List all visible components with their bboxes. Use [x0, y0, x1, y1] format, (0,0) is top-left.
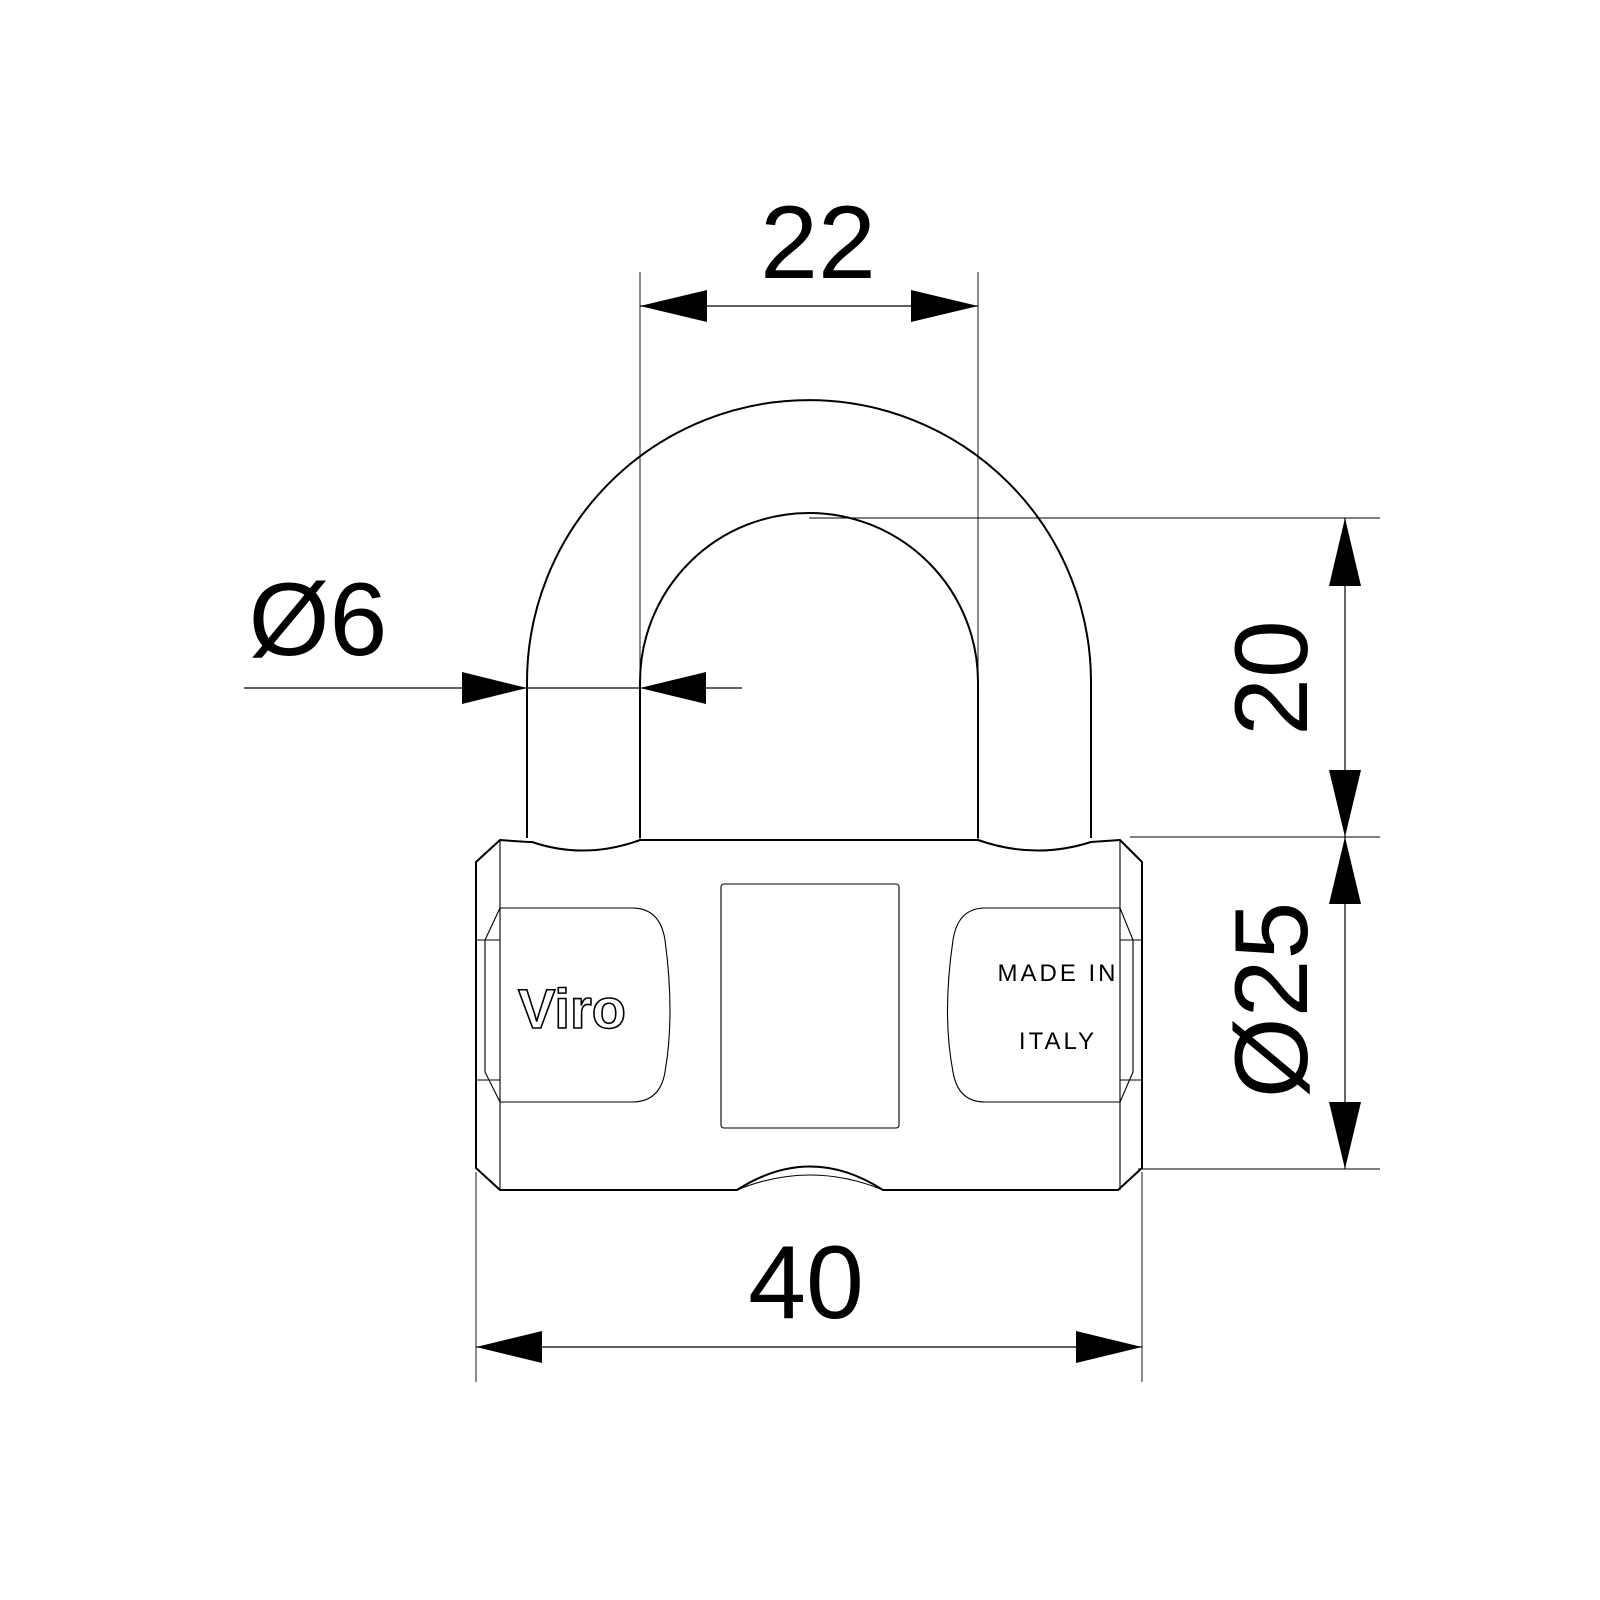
right-recess-pad	[946, 907, 1120, 1103]
brand-logo: Viro	[518, 977, 626, 1040]
arrowhead-bottom	[1329, 1102, 1361, 1169]
shackle	[526, 399, 1092, 838]
keyway-arc	[736, 1174, 884, 1191]
arrowhead-bottom	[1329, 770, 1361, 837]
left-flank-facet	[475, 840, 501, 1190]
right-flank-facet	[1119, 840, 1143, 1190]
shackle-inner-outline	[639, 512, 979, 838]
dimension-label: Ø6	[249, 562, 388, 678]
arrowhead-right	[911, 290, 978, 322]
dimension-22: 22	[639, 185, 979, 840]
dimension-label: 20	[1214, 620, 1330, 736]
dimension-label: Ø25	[1214, 902, 1330, 1099]
dimension-diameter-6: Ø6	[244, 562, 742, 704]
lock-body	[475, 839, 1143, 1191]
dimension-diameter-25: Ø25	[1138, 837, 1380, 1170]
center-label-panel	[720, 883, 900, 1129]
dimension-20: 20	[809, 517, 1380, 838]
arrowhead-left	[462, 672, 527, 704]
arrowhead-top	[1329, 837, 1361, 904]
lock-body-outline	[475, 839, 1143, 1191]
left-recess-bevel	[484, 907, 501, 1103]
dimension-label: 22	[760, 185, 876, 301]
arrowhead-left	[476, 1331, 542, 1363]
arrowhead-top	[1329, 518, 1361, 586]
shackle-outer-outline	[526, 399, 1092, 838]
arrowhead-left	[640, 290, 707, 322]
arrowhead-right	[640, 672, 706, 704]
dimension-label: 40	[748, 1225, 864, 1341]
left-recess-pad	[500, 907, 671, 1103]
right-recess-bevel	[1119, 907, 1134, 1103]
dimension-40: 40	[475, 1172, 1143, 1382]
origin-text-line1: MADE IN	[997, 960, 1118, 987]
arrowhead-right	[1076, 1331, 1142, 1363]
origin-text-line2: ITALY	[1019, 1028, 1097, 1055]
